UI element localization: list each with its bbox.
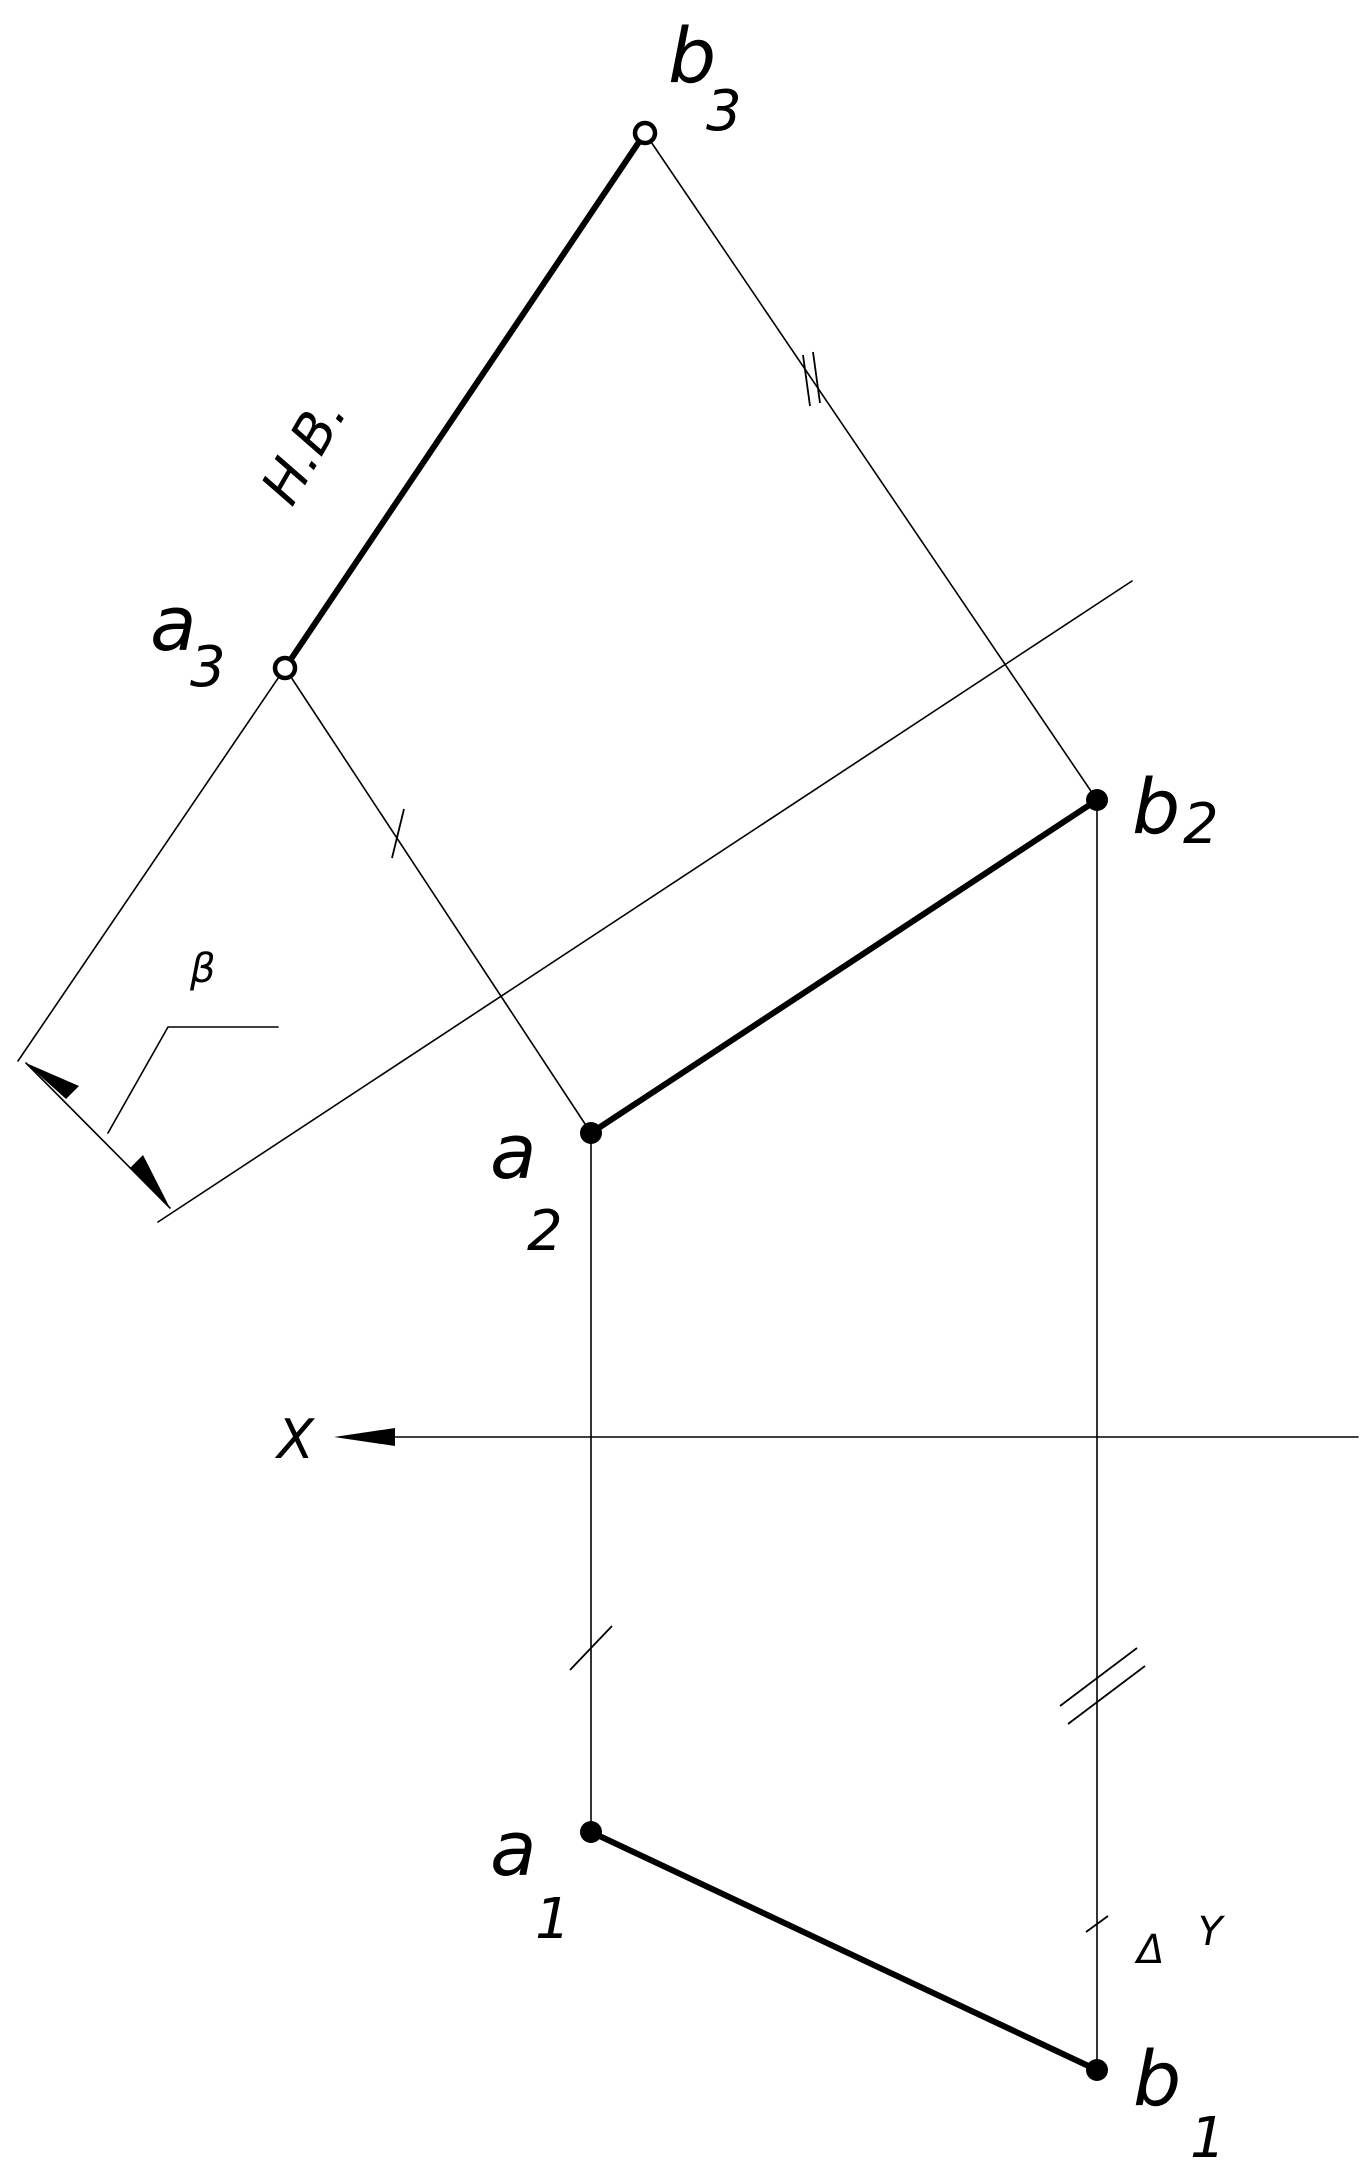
label-b1-subscript: 1: [1190, 2106, 1226, 2171]
projection-line-a2-a3: [284, 667, 592, 1134]
label-a2-subscript: 2: [527, 1199, 563, 1264]
tick-mark-a3-line: [391, 808, 405, 859]
label-delta-y: Y: [1198, 1909, 1226, 1955]
dimension-arrowhead-bottom: [130, 1155, 170, 1208]
label-a1-subscript: 1: [535, 1887, 571, 1952]
point-a3: [272, 655, 298, 681]
label-a3-subscript: 3: [190, 635, 226, 700]
label-true-length: H.B.: [249, 386, 360, 514]
label-b1: b: [1133, 2034, 1181, 2123]
label-angle-beta: β: [189, 946, 216, 992]
point-a1: [580, 1821, 602, 1843]
tick-mark-delta-y: [1085, 1915, 1109, 1933]
label-b2-subscript: 2: [1183, 792, 1219, 857]
label-x-axis: X: [274, 1408, 315, 1471]
new-axis-line: [157, 580, 1133, 1223]
point-b1: [1086, 2059, 1108, 2081]
label-a3: a: [150, 579, 197, 668]
label-b2: b: [1132, 762, 1180, 851]
tick-mark-b1-line-2: [1067, 1665, 1146, 1725]
label-b3-subscript: 3: [706, 79, 742, 144]
projection-line-b2-b3: [644, 132, 1098, 801]
tick-mark-b3-line-2: [812, 351, 821, 404]
segment-a3-b3: [282, 130, 648, 671]
tick-mark-b1-line-1: [1059, 1647, 1138, 1707]
tick-mark-a1-line: [569, 1625, 613, 1671]
point-b2: [1086, 789, 1108, 811]
tick-mark-b3-line-1: [802, 354, 811, 407]
label-a1: a: [490, 1804, 537, 1893]
point-a2: [580, 1122, 602, 1144]
label-b3: b: [668, 11, 716, 100]
label-delta: Δ: [1134, 1927, 1164, 1973]
point-b3: [632, 120, 658, 146]
segment-a1-b1: [588, 1829, 1100, 2073]
segment-a2-b2: [588, 797, 1100, 1136]
x-axis-arrowhead: [334, 1428, 395, 1446]
beta-leader-line: [107, 1026, 279, 1134]
dimension-arrowhead-top: [26, 1063, 79, 1099]
dimension-extension-line: [17, 667, 286, 1062]
label-a2: a: [490, 1107, 537, 1196]
